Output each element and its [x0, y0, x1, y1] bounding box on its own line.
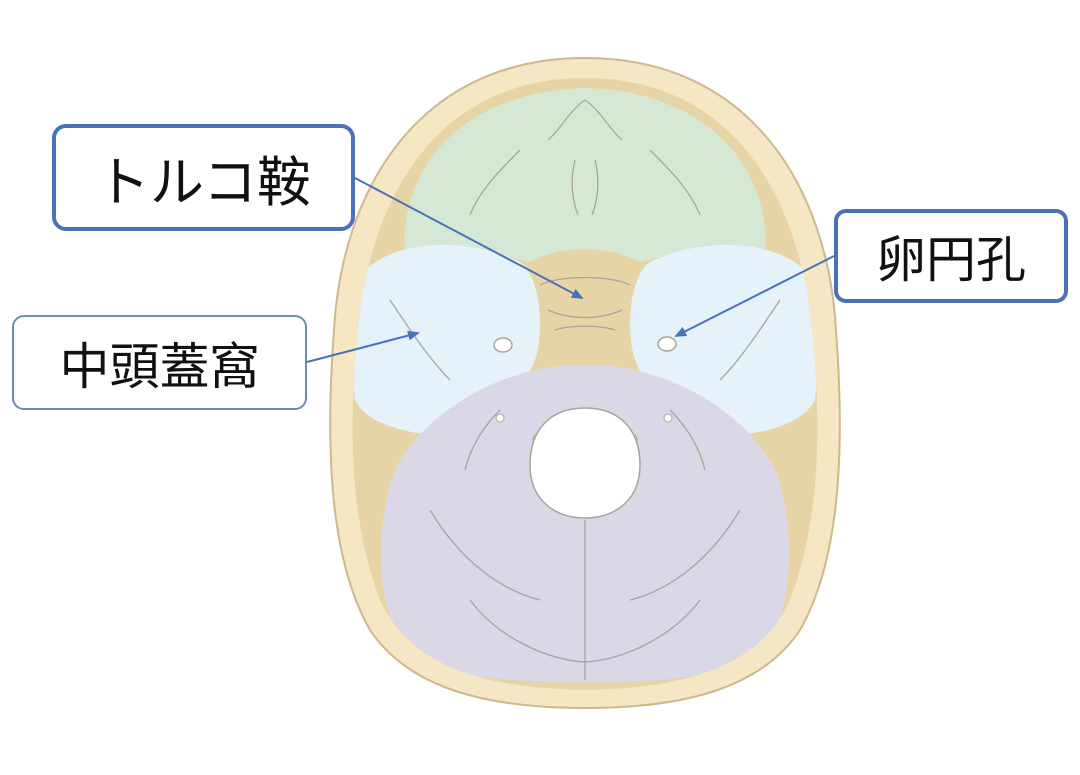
label-sella-turcica-text: トルコ鞍: [96, 151, 311, 214]
foramen-magnum: [529, 407, 641, 519]
leader-arrow-sella: [354, 177, 584, 299]
foramen-ovale-right: [657, 336, 677, 352]
label-foramen-ovale: 卵円孔: [834, 209, 1068, 303]
leader-arrow-ovale: [674, 255, 835, 337]
label-sella-turcica: トルコ鞍: [52, 124, 355, 231]
anterior-cranial-fossa: [404, 88, 766, 262]
label-middle-cranial-fossa-text: 中頭蓋窩: [59, 337, 260, 396]
label-middle-cranial-fossa: 中頭蓋窩: [12, 315, 307, 410]
foramen-ovale-left: [493, 337, 513, 353]
label-foramen-ovale-text: 卵円孔: [876, 231, 1026, 289]
leader-arrow-middle-fossa: [306, 330, 420, 363]
